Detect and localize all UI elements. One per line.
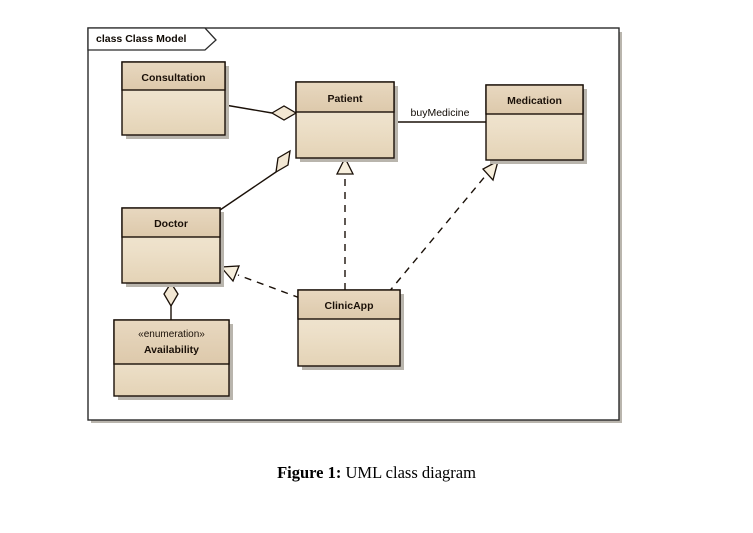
aggregation-diamond-icon <box>163 281 179 308</box>
realization-arrowhead-icon <box>219 265 240 283</box>
class-box-doctor[interactable]: Doctor <box>121 207 224 287</box>
class-box-patient[interactable]: Patient <box>295 81 398 162</box>
edge-label-buymedicine: buyMedicine <box>411 107 470 119</box>
class-box-clinicapp[interactable]: ClinicApp <box>297 289 404 370</box>
aggregation-diamond-icon <box>275 149 291 174</box>
frame-label-text: class Class Model <box>96 33 187 45</box>
class-name-availability: Availability <box>144 344 199 356</box>
class-box-availability[interactable]: «enumeration» Availability <box>113 319 233 400</box>
figure-caption-text: UML class diagram <box>341 463 476 482</box>
class-name-consultation: Consultation <box>141 72 205 84</box>
class-name-doctor: Doctor <box>154 218 188 230</box>
edge-doctor-patient[interactable] <box>219 149 291 211</box>
class-name-clinicapp: ClinicApp <box>325 300 374 312</box>
figure-caption-prefix: Figure 1: <box>277 463 342 482</box>
class-box-consultation[interactable]: Consultation <box>121 61 229 139</box>
class-box-medication[interactable]: Medication <box>485 84 587 164</box>
class-name-patient: Patient <box>327 93 363 105</box>
class-stereotype-availability: «enumeration» <box>138 329 205 340</box>
figure-caption: Figure 1: UML class diagram <box>0 463 753 483</box>
edge-availability-doctor[interactable] <box>163 281 179 320</box>
edge-clinicapp-patient[interactable] <box>335 156 355 290</box>
edge-patient-medication[interactable]: buyMedicine <box>394 107 486 123</box>
realization-arrowhead-icon <box>335 156 355 175</box>
class-name-medication: Medication <box>507 95 562 107</box>
edge-clinicapp-medication[interactable] <box>387 159 500 294</box>
frame-label-tab <box>87 27 217 51</box>
edge-clinicapp-doctor[interactable] <box>219 265 301 299</box>
realization-arrowhead-icon <box>481 159 500 182</box>
